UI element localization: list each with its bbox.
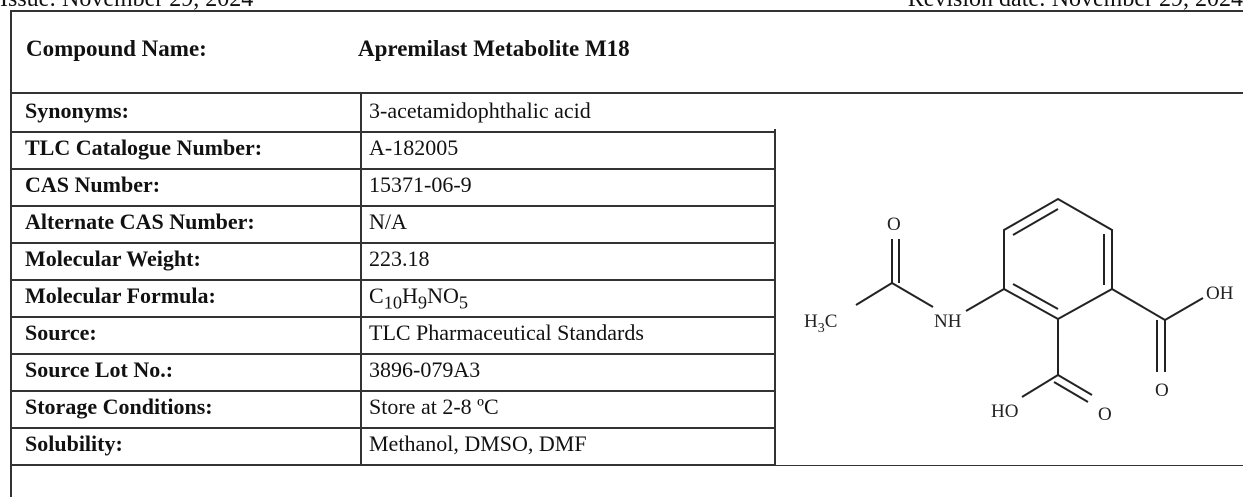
oxygen-bottom-label: O (1098, 404, 1112, 425)
compound-name-value: Apremilast Metabolite M18 (358, 36, 630, 61)
issue-date: Issue: November 29, 2024 (0, 0, 253, 13)
page-header: Issue: November 29, 2024 Revision date: … (0, 0, 1243, 14)
ring-double-bond-1 (1012, 208, 1059, 236)
oxygen-top-label: O (887, 214, 901, 235)
o-bottom-bond-b (1053, 381, 1089, 403)
solubility-label: Solubility: (12, 427, 362, 464)
molecular-formula-label: Molecular Formula: (12, 279, 362, 316)
catalogue-number-value: A-182005 (369, 135, 459, 160)
ring-cooh-right-bond (1111, 288, 1166, 321)
alternate-cas-row: Alternate CAS Number: N/A (12, 205, 1243, 244)
methyl-label: H3C (804, 311, 837, 336)
molecular-formula-value: C10H9NO5 (369, 283, 469, 313)
source-label: Source: (12, 316, 362, 353)
source-row: Source: TLC Pharmaceutical Standards (12, 316, 1243, 355)
synonyms-label: Synonyms: (12, 94, 362, 131)
storage-conditions-value: Store at 2-8 ºC (369, 394, 499, 419)
solubility-row: Solubility: Methanol, DMSO, DMF (12, 427, 1243, 466)
benzene-ring (1003, 197, 1113, 321)
molecular-weight-label: Molecular Weight: (12, 242, 362, 279)
ring-double-bond-3 (1012, 283, 1059, 310)
molecular-weight-row: Molecular Weight: 223.18 (12, 242, 1243, 281)
cas-number-label: CAS Number: (12, 168, 362, 205)
synonyms-row: Synonyms: 3-acetamidophthalic acid (12, 94, 1243, 133)
oh-right-bond (1164, 297, 1204, 321)
cas-number-row: CAS Number: 15371-06-9 (12, 168, 1243, 207)
source-lot-value: 3896-079A3 (369, 357, 481, 382)
source-lot-label: Source Lot No.: (12, 353, 362, 390)
synonyms-value: 3-acetamidophthalic acid (369, 98, 591, 123)
ring-nh-bond (965, 288, 1005, 312)
oh-right-label: OH (1206, 283, 1234, 304)
cas-number-value: 15371-06-9 (369, 172, 472, 197)
storage-conditions-row: Storage Conditions: Store at 2-8 ºC (12, 390, 1243, 429)
revision-date: Revision date: November 29, 2024 (908, 0, 1243, 13)
structure-column-divider (774, 129, 776, 465)
alternate-cas-value: N/A (369, 209, 407, 234)
source-value: TLC Pharmaceutical Standards (369, 320, 644, 345)
o-bottom-bond-a (1057, 374, 1093, 396)
ho-bottom-bond (1021, 374, 1059, 398)
compound-name-label: Compound Name: (26, 36, 207, 61)
nh-carbonyl-bond (891, 282, 934, 308)
molecular-formula-row: Molecular Formula: C10H9NO5 (12, 279, 1243, 318)
solubility-value: Methanol, DMSO, DMF (369, 431, 587, 456)
source-lot-row: Source Lot No.: 3896-079A3 (12, 353, 1243, 392)
chemical-structure-panel: O H3C NH OH O HO O (776, 131, 1243, 465)
compound-spec-table: Compound Name: Apremilast Metabolite M18… (10, 10, 1243, 497)
catalogue-number-label: TLC Catalogue Number: (12, 131, 362, 168)
oxygen-right-label: O (1155, 380, 1169, 401)
nh-label: NH (934, 311, 962, 332)
molecular-weight-value: 223.18 (369, 246, 430, 271)
catalogue-number-row: TLC Catalogue Number: A-182005 (12, 131, 1243, 170)
alternate-cas-label: Alternate CAS Number: (12, 205, 362, 242)
storage-conditions-label: Storage Conditions: (12, 390, 362, 427)
chemical-structure-drawing: O H3C NH OH O HO O (804, 197, 1234, 425)
ho-bottom-label: HO (991, 401, 1018, 422)
methyl-bond (855, 282, 893, 306)
compound-name-row: Compound Name: Apremilast Metabolite M18 (12, 12, 1243, 94)
